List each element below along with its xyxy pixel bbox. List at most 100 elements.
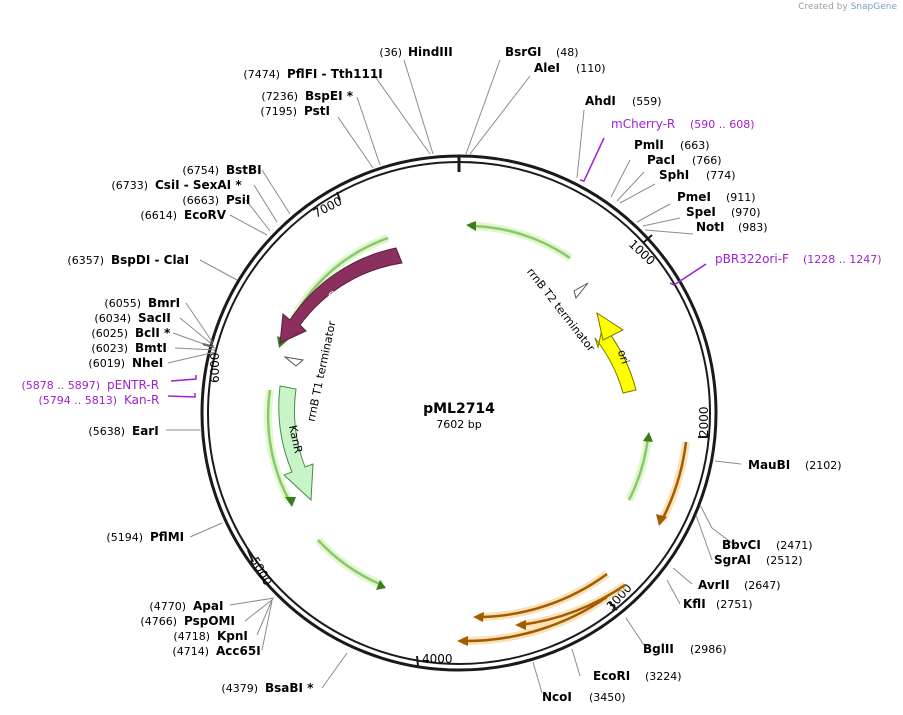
site-ncoi[interactable]: NcoI (3450) [542, 690, 626, 704]
site-position: (3450) [589, 691, 626, 704]
cre-feature[interactable] [279, 247, 403, 344]
site-name: SphI [659, 168, 689, 182]
primer-pentr-r[interactable]: (5878 .. 5897) pENTR-R [21, 378, 159, 392]
site-paci[interactable]: PacI (766) [647, 153, 722, 167]
site-spei[interactable]: SpeI (970) [686, 205, 761, 219]
site-position: (6025) [91, 327, 128, 340]
site-name: NcoI [542, 690, 572, 704]
site-name: SgrAI [714, 553, 751, 567]
site-ecori[interactable]: EcoRI (3224) [593, 669, 682, 683]
site-position: (4714) [172, 645, 209, 658]
site-sgrai[interactable]: SgrAI (2512) [714, 553, 803, 567]
site-name: BsaBI * [265, 681, 314, 695]
site-apai[interactable]: (4770) ApaI [149, 599, 223, 613]
site-bspei[interactable]: (7236) BspEI * [261, 89, 353, 103]
site-position: (663) [680, 139, 710, 152]
site-psti[interactable]: (7195) PstI [260, 104, 330, 118]
primer-labels: mCherry-R (590 .. 608) pBR322ori-F (1228… [21, 117, 881, 407]
site-bglii[interactable]: BglII (2986) [643, 642, 727, 656]
watermark-prefix: Created by [798, 2, 848, 12]
site-acc65i[interactable]: (4714) Acc65I [172, 644, 260, 658]
site-position: (3224) [645, 670, 682, 683]
site-eari[interactable]: (5638) EarI [88, 424, 158, 438]
primer-mcherry-r[interactable]: mCherry-R (590 .. 608) [611, 117, 755, 131]
primer-kan-r[interactable]: (5794 .. 5813) Kan-R [38, 393, 159, 407]
site-position: (48) [556, 46, 579, 59]
ori-feature[interactable] [594, 323, 637, 394]
tick-label: 6000 [208, 352, 222, 383]
site-csii-sexai[interactable]: (6733) CsiI - SexAI * [111, 178, 242, 192]
site-name: AvrII [698, 578, 730, 592]
ori-label: ori [615, 348, 632, 366]
arrowhead [466, 221, 476, 231]
arrowhead [643, 432, 653, 442]
orf-arc [461, 595, 608, 643]
site-position: (6019) [88, 357, 125, 370]
site-psii[interactable]: (6663) PsiI [182, 193, 250, 207]
site-ahdi[interactable]: AhdI (559) [585, 94, 662, 108]
site-position: (2751) [716, 598, 753, 611]
primer-name: Kan-R [124, 393, 159, 407]
site-position: (4770) [149, 600, 186, 613]
site-noti[interactable]: NotI (983) [696, 220, 768, 234]
site-position: (7474) [243, 68, 280, 81]
site-name: PspOMI [184, 614, 235, 628]
site-name: KflI [683, 597, 706, 611]
rrnb-t1-terminator-arrow[interactable] [283, 356, 305, 367]
kanr-label: KanR [286, 424, 305, 455]
site-bcli[interactable]: (6025) BclI * [91, 326, 171, 340]
site-position: (559) [632, 95, 662, 108]
site-bbvci[interactable]: BbvCI (2471) [722, 538, 813, 552]
site-name: HindIII [408, 45, 453, 59]
site-bstbi[interactable]: (6754) BstBI [182, 163, 261, 177]
site-name: SpeI [686, 205, 716, 219]
site-name: AleI [534, 61, 560, 75]
site-position: (5194) [106, 531, 143, 544]
site-kpni[interactable]: (4718) KpnI [173, 629, 247, 643]
site-sphi[interactable]: SphI (774) [659, 168, 736, 182]
site-position: (4766) [140, 615, 177, 628]
arrowhead [457, 636, 468, 646]
site-hindiii[interactable]: (36) HindIII [379, 45, 452, 59]
primer-markers [167, 137, 707, 398]
tick-label: 2000 [697, 406, 711, 437]
site-bsrgi[interactable]: BsrGI (48) [505, 45, 579, 59]
site-name: BsrGI [505, 45, 542, 59]
rrnb-t2-label: rrnB T2 terminator [524, 266, 598, 355]
site-position: (2986) [690, 643, 727, 656]
site-pmli[interactable]: PmlI (663) [634, 138, 710, 152]
site-bmti[interactable]: (6023) BmtI [91, 341, 166, 355]
site-alei[interactable]: AleI (110) [534, 61, 606, 75]
site-nhei[interactable]: (6019) NheI [88, 356, 163, 370]
site-bmri[interactable]: (6055) BmrI [104, 296, 180, 310]
site-pflfi-tth111i[interactable]: (7474) PflFI - Tth111I [243, 67, 382, 81]
kanr-feature[interactable] [278, 385, 314, 502]
site-name: BglII [643, 642, 674, 656]
site-kfli[interactable]: KflI (2751) [683, 597, 753, 611]
site-bsabi[interactable]: (4379) BsaBI * [221, 681, 314, 695]
site-pmei[interactable]: PmeI (911) [677, 190, 756, 204]
site-maubi[interactable]: MauBI (2102) [748, 458, 842, 472]
primer-name: pENTR-R [107, 378, 159, 392]
site-pflmi[interactable]: (5194) PflMI [106, 530, 184, 544]
site-sacii[interactable]: (6034) SacII [94, 311, 170, 325]
site-name: SacII [138, 311, 171, 325]
site-avrii[interactable]: AvrII (2647) [698, 578, 781, 592]
site-name: Acc65I [216, 644, 261, 658]
orf-arc [660, 441, 688, 521]
site-name: NotI [696, 220, 725, 234]
site-name: CsiI - SexAI * [155, 178, 242, 192]
site-name: BclI * [135, 326, 171, 340]
site-name: PmeI [677, 190, 711, 204]
site-psomi[interactable]: (4766) PspOMI [140, 614, 235, 628]
site-bspdi-clai[interactable]: (6357) BspDI - ClaI [67, 253, 189, 267]
site-name: KpnI [217, 629, 248, 643]
rrnb-t2-terminator-arrow[interactable] [573, 282, 589, 300]
site-ecorv[interactable]: (6614) EcoRV [140, 208, 226, 222]
site-name: BspDI - ClaI [111, 253, 189, 267]
site-position: (6663) [182, 194, 219, 207]
ori-arrowhead [596, 311, 625, 341]
primer-pbr322ori-f[interactable]: pBR322ori-F (1228 .. 1247) [715, 252, 882, 266]
site-position: (911) [726, 191, 756, 204]
